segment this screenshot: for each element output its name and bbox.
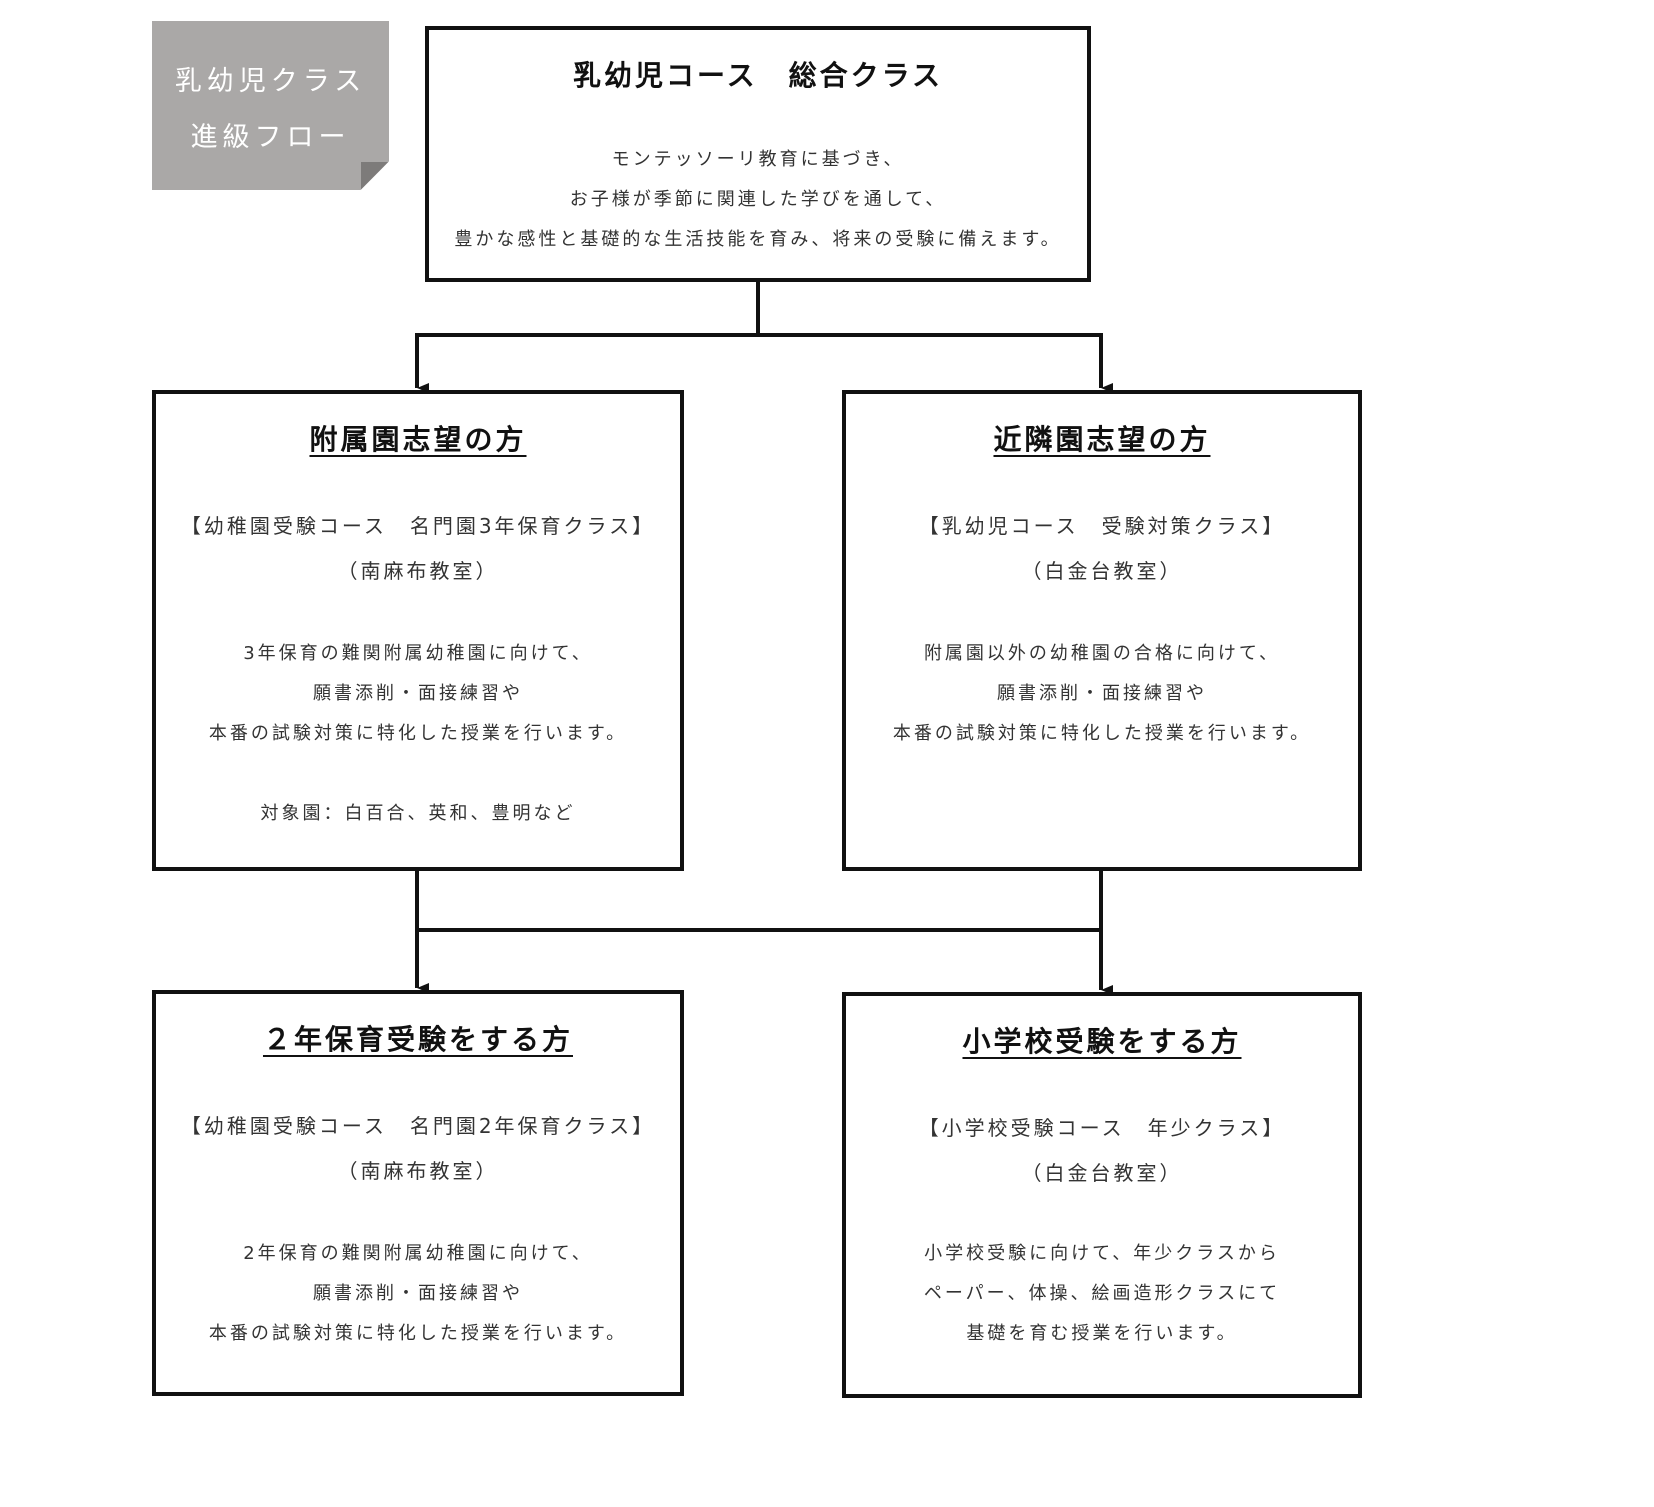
box-title: 小学校受験をする方: [962, 1025, 1242, 1058]
course-name: 【乳幼児コース 受験対策クラス】: [918, 514, 1286, 538]
box-text-line: 本番の試験対策に特化した授業を行います。: [208, 1323, 628, 1344]
box-title: 附属園志望の方: [309, 423, 527, 456]
2nen-hoiku-box: ２年保育受験をする方 【幼稚園受験コース 名門園2年保育クラス】 （南麻布教室）…: [152, 990, 684, 1396]
box-text-line: 小学校受験に向けて、年少クラスから: [924, 1243, 1280, 1264]
target-schools: 対象園：白百合、英和、豊明など: [260, 803, 576, 824]
shogakko-box: 小学校受験をする方 【小学校受験コース 年少クラス】 （白金台教室） 小学校受験…: [842, 992, 1362, 1398]
box-text-line: 2年保育の難関附属幼稚園に向けて、: [243, 1243, 593, 1264]
location: （南麻布教室）: [337, 1159, 499, 1183]
course-name: 【小学校受験コース 年少クラス】: [918, 1116, 1286, 1140]
tag-line-2: 進級フロー: [190, 122, 351, 153]
box-text-line: 願書添削・面接練習や: [313, 1283, 523, 1304]
box-text-line: 豊かな感性と基礎的な生活技能を育み、将来の受験に備えます。: [454, 229, 1062, 250]
box-text-line: 基礎を育む授業を行います。: [966, 1323, 1238, 1344]
location: （南麻布教室）: [337, 559, 499, 583]
box-text-line: お子様が季節に関連した学びを通して、: [569, 189, 947, 210]
kinrin-box: 近隣園志望の方 【乳幼児コース 受験対策クラス】 （白金台教室） 附属園以外の幼…: [842, 390, 1362, 871]
course-name: 【幼稚園受験コース 名門園3年保育クラス】: [180, 514, 656, 538]
fuzoku-box: 附属園志望の方 【幼稚園受験コース 名門園3年保育クラス】 （南麻布教室） 3年…: [152, 390, 684, 871]
box-text-line: モンテッソーリ教育に基づき、: [611, 149, 905, 170]
location: （白金台教室）: [1021, 1161, 1183, 1185]
box-title: 近隣園志望の方: [993, 423, 1211, 456]
box-text-line: ペーパー、体操、絵画造形クラスにて: [923, 1283, 1281, 1304]
general-class-box: 乳幼児コース 総合クラス モンテッソーリ教育に基づき、 お子様が季節に関連した学…: [425, 26, 1091, 282]
box-text-line: 3年保育の難関附属幼稚園に向けて、: [243, 643, 593, 664]
box-text-line: 本番の試験対策に特化した授業を行います。: [208, 723, 628, 744]
tag-line-1: 乳幼児クラス: [174, 66, 367, 97]
location: （白金台教室）: [1021, 559, 1183, 583]
box-text-line: 願書添削・面接練習や: [997, 683, 1207, 704]
box-title: 乳幼児コース 総合クラス: [572, 59, 944, 92]
box-title: ２年保育受験をする方: [262, 1023, 573, 1056]
box-text-line: 願書添削・面接練習や: [313, 683, 523, 704]
box-text-line: 附属園以外の幼稚園の合格に向けて、: [923, 643, 1281, 664]
box-text-line: 本番の試験対策に特化した授業を行います。: [892, 723, 1312, 744]
course-name: 【幼稚園受験コース 名門園2年保育クラス】: [180, 1114, 656, 1138]
